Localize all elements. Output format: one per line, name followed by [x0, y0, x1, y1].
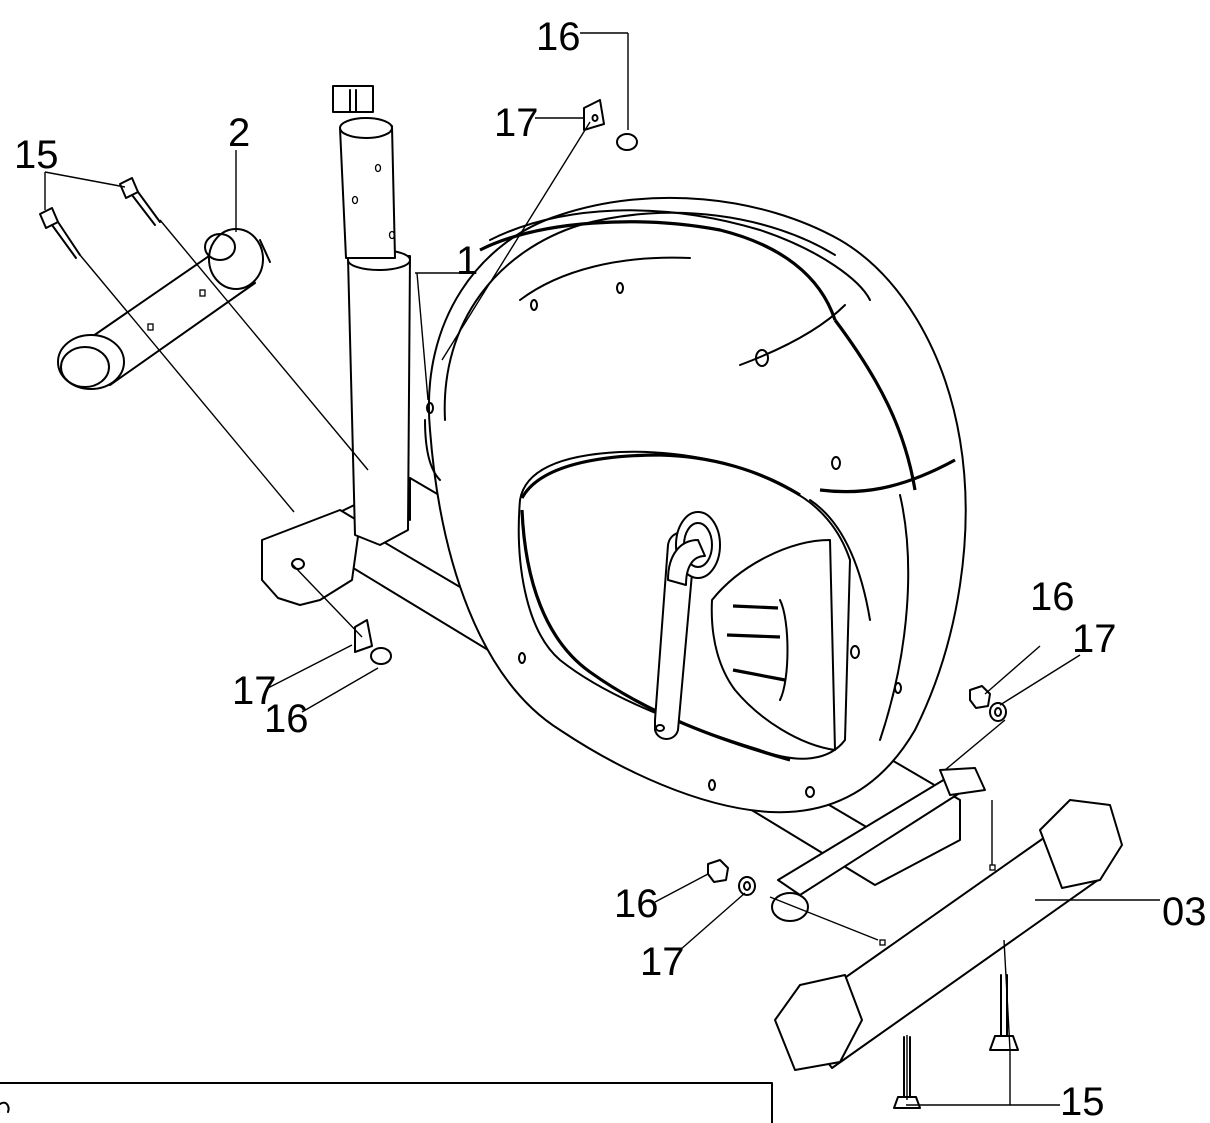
rear-stabilizer-tube: [774, 799, 1123, 1071]
part-label-16-rear: 16: [614, 882, 659, 926]
part-label-16-left: 16: [264, 697, 309, 741]
part-label-17-top: 17: [494, 101, 539, 145]
leader-lines: [44, 32, 1160, 1106]
part-number-labels: 1 2 03 15 15 16 16 16 16 17 17 17 17: [14, 15, 1207, 1123]
part-label-16-mid: 16: [1030, 575, 1075, 619]
bolt-pair-front: [39, 177, 161, 259]
end-cap-left: [370, 647, 392, 665]
part-label-1: 1: [456, 239, 478, 283]
crank-arm: [654, 511, 721, 740]
rear-mount-bracket: [771, 767, 986, 922]
end-cap-top: [616, 133, 638, 151]
part-label-15-bottom: 15: [1060, 1080, 1105, 1123]
front-stabilizer-tube: [57, 228, 271, 390]
part-label-17-mid: 17: [1072, 617, 1117, 661]
upright-post: [332, 85, 411, 546]
part-label-03: 03: [1162, 890, 1207, 934]
washer-left: [354, 619, 373, 653]
part-label-15-top: 15: [14, 133, 59, 177]
part-label-2: 2: [228, 111, 250, 155]
part-label-17-rear: 17: [640, 940, 685, 984]
part-label-17-left: 17: [232, 669, 277, 713]
front-stabilizer-mount-plate: [261, 509, 361, 606]
detail-frame-box: [0, 1082, 773, 1123]
vent-grille: [710, 539, 836, 751]
part-label-16-top: 16: [536, 15, 581, 59]
nut-front: [707, 859, 756, 896]
nut-rear: [969, 685, 1007, 722]
